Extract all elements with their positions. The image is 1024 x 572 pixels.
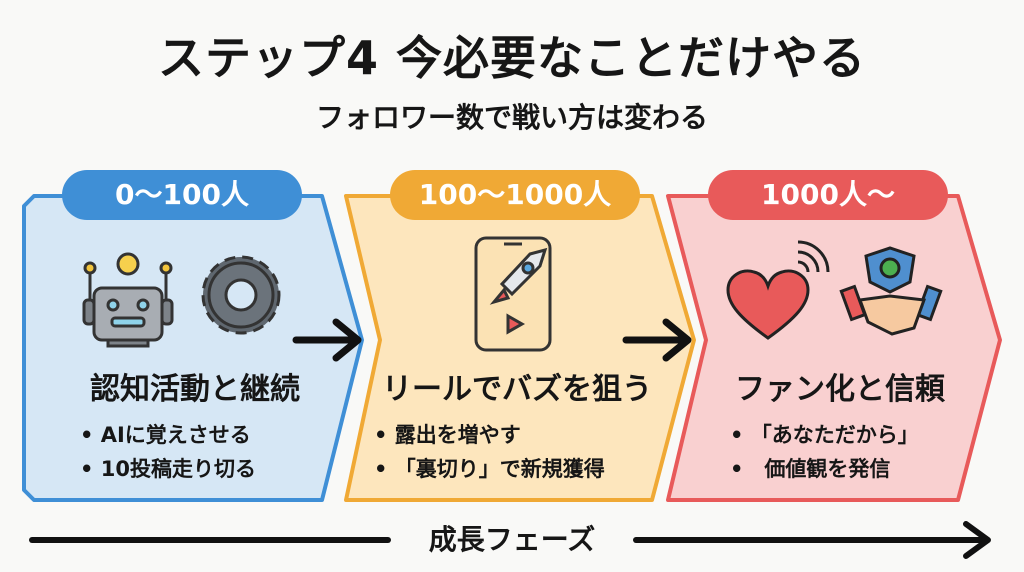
smartphone-rocket-icon — [474, 236, 552, 352]
stage-2-range-tab: 100〜1000人 — [390, 170, 640, 220]
growth-arrow — [29, 521, 991, 559]
bullet-item: • AIに覚えさせる — [80, 423, 251, 447]
stage-3-bullets: • 「あなただから」 • 価値観を発信 — [730, 418, 919, 486]
stage-1-range-tab: 0〜100人 — [62, 170, 302, 220]
gear-icon — [201, 255, 281, 335]
arrow-right-icon — [622, 318, 692, 362]
stage-2-heading: リールでバズを狙う — [382, 372, 652, 407]
handshake-shield-icon — [839, 246, 943, 336]
bullet-item: • 価値観を発信 — [730, 457, 891, 481]
page-subtitle: フォロワー数で戦い方は変わる — [315, 101, 708, 134]
stage-1-bullets: • AIに覚えさせる • 10投稿走り切る — [80, 418, 256, 486]
bullet-item: • 10投稿走り切る — [80, 457, 256, 481]
bullet-item: • 「裏切り」で新規獲得 — [374, 457, 605, 481]
bullet-item: • 「あなただから」 — [730, 423, 919, 447]
heart-signal-icon — [726, 240, 830, 340]
robot-lightbulb-icon — [82, 252, 174, 348]
arrow-right-icon — [292, 318, 362, 362]
stage-3-range-tab: 1000人〜 — [708, 170, 948, 220]
bullet-item: • 露出を増やす — [374, 423, 521, 447]
stage-1-heading: 認知活動と継続 — [90, 372, 300, 407]
stage-1-panel — [22, 194, 364, 502]
growth-phase-label: 成長フェーズ — [428, 523, 596, 556]
stage-2-bullets: • 露出を増やす • 「裏切り」で新規獲得 — [374, 418, 605, 486]
page-title: ステップ4 今必要なことだけやる — [157, 31, 867, 85]
stage-3-heading: ファン化と信頼 — [735, 372, 945, 407]
